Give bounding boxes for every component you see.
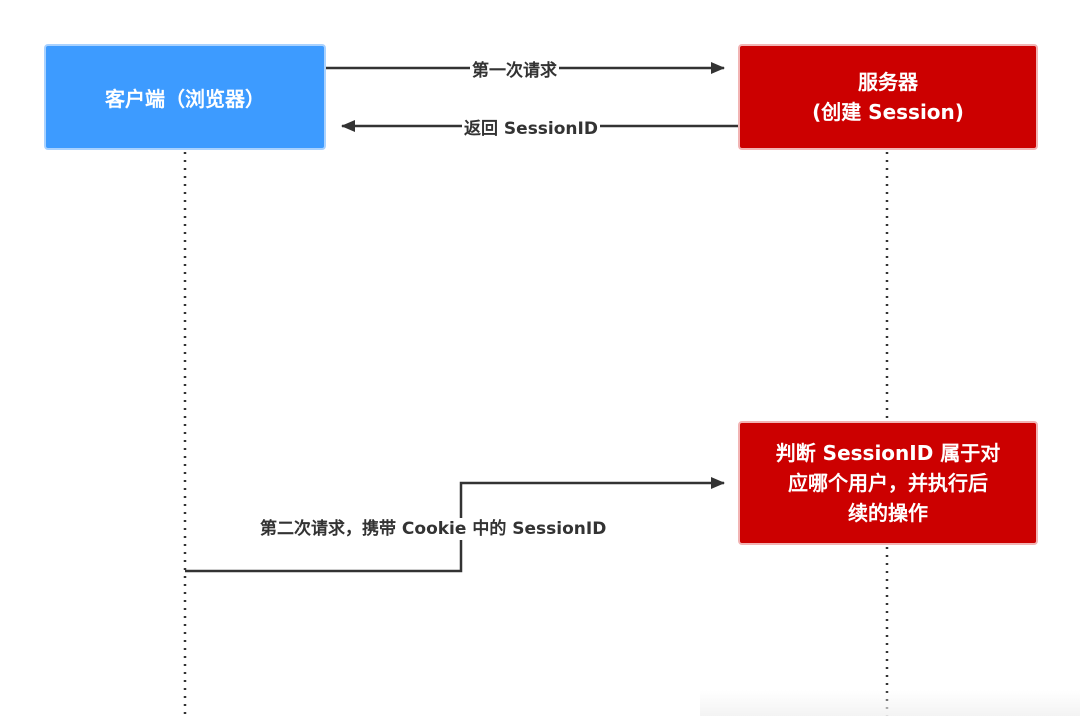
client-label: 客户端（浏览器） [105, 86, 265, 111]
bottom-fade [700, 690, 1080, 716]
session-check-line2: 应哪个用户，并执行后 [788, 471, 988, 495]
client-box: 客户端（浏览器） [44, 44, 326, 150]
return-session-label: 返回 SessionID [462, 118, 600, 140]
first-request-label: 第一次请求 [470, 60, 559, 82]
session-check-box: 判断 SessionID 属于对 应哪个用户，并执行后 续的操作 [738, 421, 1038, 545]
server-box: 服务器 (创建 Session) [738, 44, 1038, 150]
session-check-line1: 判断 SessionID 属于对 [775, 441, 1001, 465]
server-label-line1: 服务器 [858, 70, 918, 94]
second-request-label: 第二次请求，携带 Cookie 中的 SessionID [258, 518, 609, 540]
session-check-line3: 续的操作 [848, 501, 928, 525]
server-label-line2: (创建 Session) [812, 100, 964, 124]
